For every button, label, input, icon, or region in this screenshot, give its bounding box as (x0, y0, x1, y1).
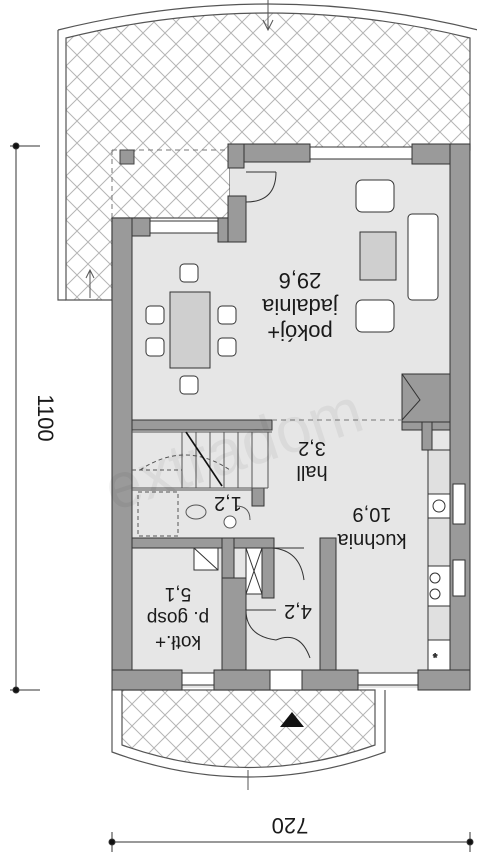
svg-text:kuchnia: kuchnia (337, 529, 407, 551)
svg-text:p. gosp: p. gosp (147, 607, 209, 628)
dimension-height (10, 142, 40, 694)
bottom-terrace (111, 689, 386, 790)
room-label-wc: 1,2 (214, 492, 242, 514)
dimension-height-label: 1100 (33, 394, 58, 441)
room-label-corridor: 4,2 (284, 600, 312, 622)
svg-text:29,6: 29,6 (279, 268, 322, 293)
svg-text:hall: hall (296, 461, 327, 483)
room-label-hall: hall 3,2 (296, 437, 327, 483)
doors (245, 171, 311, 691)
dimension-width-label: 720 (272, 813, 309, 838)
kitchen-counter: * (427, 449, 451, 671)
svg-text:kotł.+: kotł.+ (155, 631, 201, 652)
stove-icon (432, 499, 446, 513)
top-terrace (57, 0, 477, 301)
staircase (132, 431, 272, 489)
wc (132, 489, 252, 537)
utility-fixtures (193, 547, 263, 595)
interior-walls (131, 419, 451, 671)
windows (149, 146, 466, 686)
furniture (145, 179, 439, 395)
chimney (401, 373, 451, 423)
svg-text:4,2: 4,2 (284, 600, 312, 622)
room-label-living: pokój+ jadalnia 29,6 (261, 268, 339, 345)
fridge-icon: * (433, 652, 438, 664)
svg-text:10,9: 10,9 (353, 503, 392, 525)
exterior-walls (111, 143, 471, 691)
entrance-arrow-icon (280, 712, 304, 727)
svg-text:1,2: 1,2 (214, 492, 242, 514)
svg-text:3,2: 3,2 (298, 437, 326, 459)
svg-text:pokój+: pokój+ (267, 320, 332, 345)
svg-text:5,1: 5,1 (165, 583, 191, 604)
svg-text:jadalnia: jadalnia (261, 294, 339, 319)
sink-icon (223, 515, 237, 529)
room-label-utility: kotł.+ p. gosp 5,1 (147, 583, 209, 652)
dimension-width (108, 832, 474, 852)
room-label-kitchen: kuchnia 10,9 (337, 503, 407, 551)
